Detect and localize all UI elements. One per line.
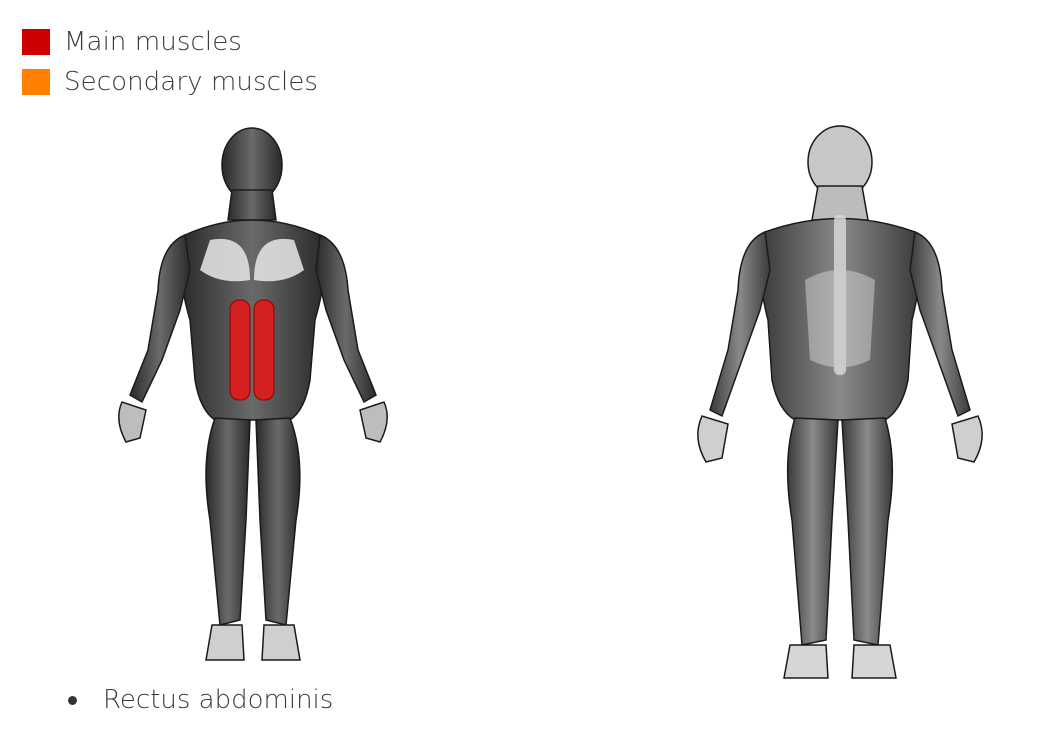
rectus-abdominis-highlight [229,299,275,401]
bullet-icon [68,695,77,705]
muscle-list: Rectus abdominis [66,678,333,722]
legend-secondary-muscles: Secondary muscles [22,62,318,102]
secondary-muscles-label: Secondary muscles [64,67,319,97]
front-chest-highlights [200,238,304,282]
back-body-silhouette [697,125,983,679]
legend-main-muscles: Main muscles [22,22,318,62]
muscle-name: Rectus abdominis [103,685,334,715]
muscle-legend: Main muscles Secondary muscles [22,22,318,102]
back-spine-highlight [805,215,875,375]
list-item: Rectus abdominis [66,678,333,722]
main-muscles-swatch [22,29,50,55]
human-body-back-icon [697,125,983,679]
secondary-muscles-swatch [22,69,50,95]
main-muscles-label: Main muscles [64,27,242,57]
front-body-silhouette [118,127,388,661]
human-body-front-icon [118,127,388,661]
